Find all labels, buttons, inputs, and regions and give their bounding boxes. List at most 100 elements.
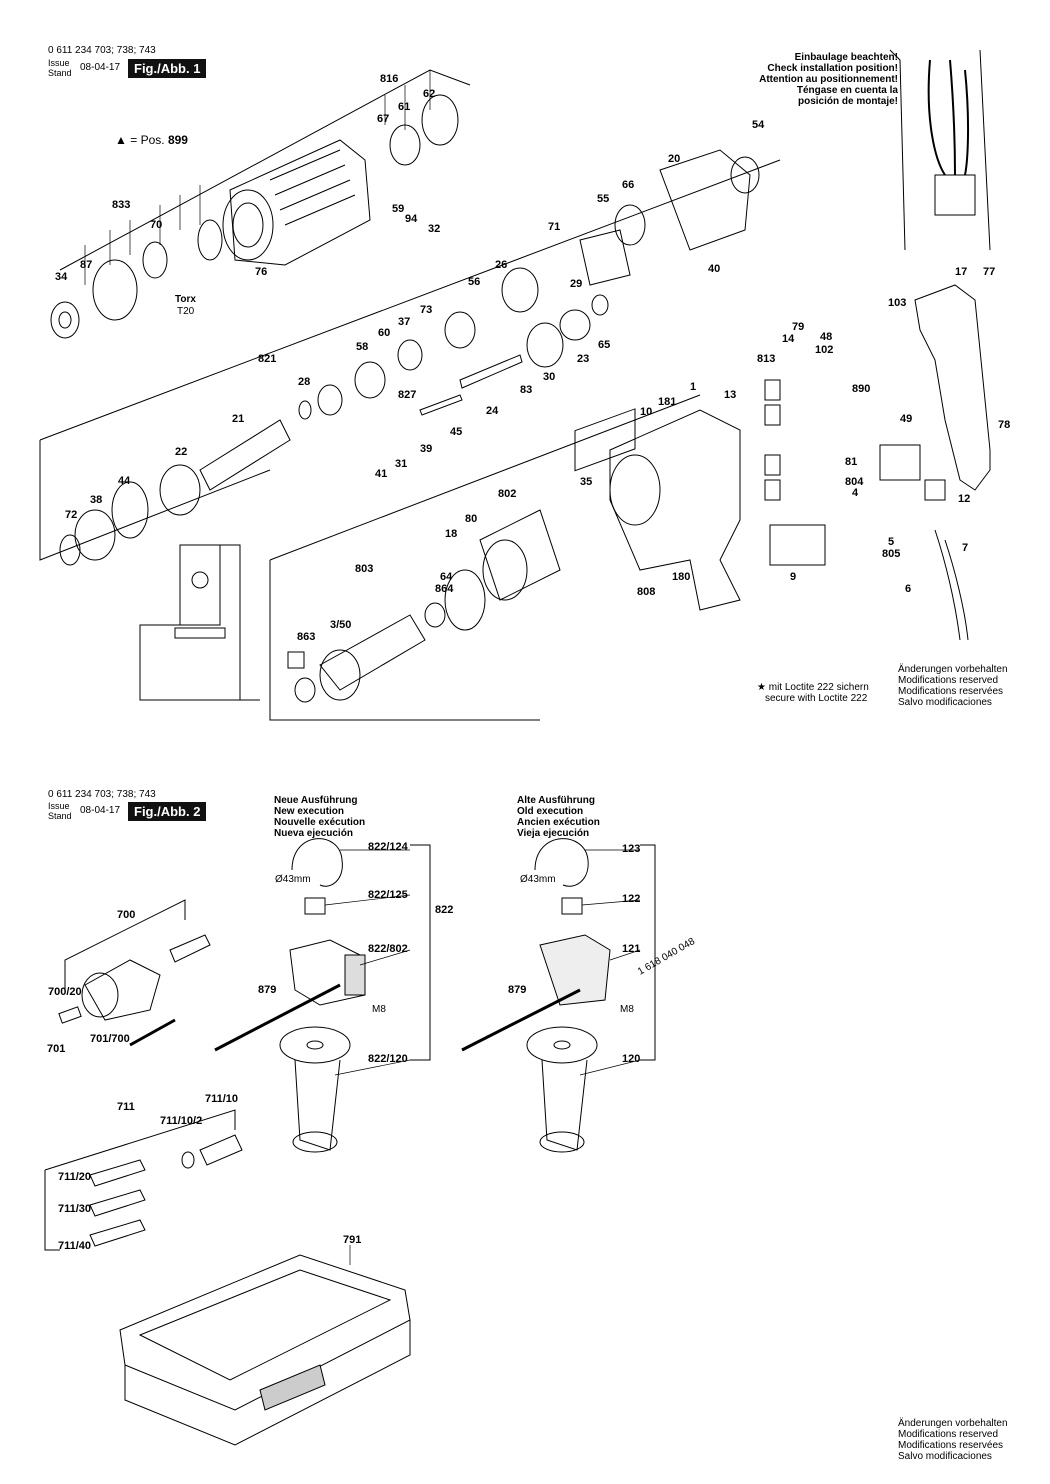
label-863: 863 xyxy=(297,631,315,643)
label-56: 56 xyxy=(468,276,480,288)
label-821: 821 xyxy=(258,353,276,365)
label-83: 83 xyxy=(520,384,532,396)
label-73: 73 xyxy=(420,304,432,316)
exploded-view-fig1: 816 62 61 67 833 70 34 87 76 59 94 32 54… xyxy=(39,49,1010,721)
label-711-10-2: 711/10/2 xyxy=(160,1115,202,1127)
screw-700-20 xyxy=(58,1006,82,1024)
chuck-700 xyxy=(84,959,161,1021)
brush-holder-b xyxy=(764,479,781,501)
label-77: 77 xyxy=(983,266,995,278)
housing-opening xyxy=(222,189,274,261)
label-35: 35 xyxy=(580,476,592,488)
clamp-screw-old xyxy=(561,897,583,915)
gear-housing xyxy=(229,139,371,266)
bracket-822-old xyxy=(640,844,656,1061)
diameter-new: Ø43mm xyxy=(275,874,311,885)
label-822-802: 822/802 xyxy=(368,943,408,955)
chuck-key xyxy=(129,1018,176,1047)
label-103: 103 xyxy=(888,297,906,309)
label-890: 890 xyxy=(852,383,870,395)
new-execution-header: Neue Ausführung New execution Nouvelle e… xyxy=(274,795,366,839)
diameter-old: Ø43mm xyxy=(520,874,556,885)
label-13: 13 xyxy=(724,389,736,401)
nut-34 xyxy=(50,301,80,339)
frame-line-3 xyxy=(269,560,540,721)
wiring-inset xyxy=(889,49,991,251)
label-804: 804 xyxy=(845,476,864,488)
handle-grip-new xyxy=(294,1059,341,1151)
label-123: 123 xyxy=(622,843,640,855)
label-76: 76 xyxy=(255,266,267,278)
brush-holder-a xyxy=(764,454,781,476)
label-3-50: 3/50 xyxy=(330,619,351,631)
label-45: 45 xyxy=(450,426,462,438)
label-29: 29 xyxy=(570,278,582,290)
label-813: 813 xyxy=(757,353,775,365)
label-802: 802 xyxy=(498,488,516,500)
gear-22 xyxy=(159,464,201,516)
label-81: 81 xyxy=(845,456,857,468)
torx-label: Torx xyxy=(175,294,196,305)
label-9: 9 xyxy=(790,571,796,583)
label-67: 67 xyxy=(377,113,389,125)
clamp-screw-new xyxy=(304,897,326,915)
label-701: 701 xyxy=(47,1043,65,1055)
label-30: 30 xyxy=(543,371,555,383)
label-49: 49 xyxy=(900,413,912,425)
figure-label-fig2: Fig./Abb. 2 xyxy=(128,802,207,821)
issue-date: 08-04-17 xyxy=(80,62,121,73)
bit-711-20 xyxy=(89,1159,146,1187)
label-24: 24 xyxy=(486,405,499,417)
label-61: 61 xyxy=(398,101,410,113)
label-791: 791 xyxy=(343,1234,361,1246)
main-housing-1 xyxy=(609,409,741,611)
star-icon: ★ xyxy=(757,682,766,693)
label-62: 62 xyxy=(423,88,435,100)
label-34: 34 xyxy=(55,271,68,283)
label-711-10: 711/10 xyxy=(205,1093,238,1105)
label-79: 79 xyxy=(792,321,804,333)
part-37 xyxy=(397,339,423,371)
issue-date-fig2: 08-04-17 xyxy=(80,805,121,816)
label-12: 12 xyxy=(958,493,970,505)
label-65: 65 xyxy=(598,339,610,351)
adapter-700 xyxy=(169,934,211,963)
label-711-20: 711/20 xyxy=(58,1171,91,1183)
label-711-40: 711/40 xyxy=(58,1240,91,1252)
label-102: 102 xyxy=(815,344,833,356)
label-41: 41 xyxy=(375,468,387,480)
label-78: 78 xyxy=(998,419,1010,431)
frame-line-4 xyxy=(269,394,701,561)
model-codes: 0 611 234 703; 738; 743 xyxy=(48,45,156,56)
label-72: 72 xyxy=(65,509,77,521)
stator-802 xyxy=(479,509,561,601)
thread-old: M8 xyxy=(620,1004,634,1015)
label-66: 66 xyxy=(622,179,634,191)
label-701-700: 701/700 xyxy=(90,1033,130,1045)
label-7: 7 xyxy=(962,542,968,554)
label-4: 4 xyxy=(852,487,859,499)
label-59: 59 xyxy=(392,203,404,215)
pin-45 xyxy=(419,394,463,416)
part-12 xyxy=(924,479,946,501)
label-5: 5 xyxy=(888,536,894,548)
bracket-700 xyxy=(64,899,186,990)
bit-711-40 xyxy=(89,1219,146,1247)
label-48: 48 xyxy=(820,331,832,343)
label-14: 14 xyxy=(782,333,795,345)
thread-new: M8 xyxy=(372,1004,386,1015)
striker-28 xyxy=(317,384,343,416)
armature-3-50 xyxy=(319,614,426,691)
stand-label-fig2: Stand xyxy=(48,811,72,821)
label-121: 121 xyxy=(622,943,640,955)
holder-old xyxy=(539,934,611,1006)
label-22: 22 xyxy=(175,446,187,458)
label-805: 805 xyxy=(882,548,900,560)
modifications-note-fig1: Änderungen vorbehalten Modifications res… xyxy=(898,664,1008,708)
depth-rod-new xyxy=(214,983,341,1052)
spindle-21 xyxy=(199,419,291,491)
label-822-new: 822 xyxy=(435,904,453,916)
label-87: 87 xyxy=(80,259,92,271)
label-10 xyxy=(574,408,636,472)
